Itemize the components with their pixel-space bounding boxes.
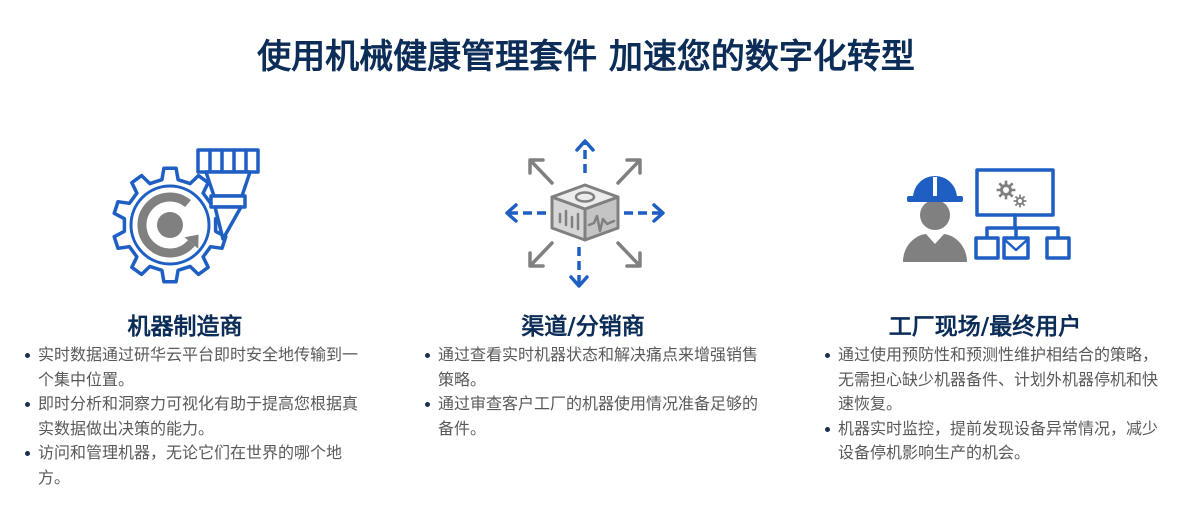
bullet-text: 即时分析和洞察力可视化有助于提高您根据真实数据做出决策的能力。 [38,394,359,438]
arrow-head [575,139,595,152]
arrow-shaft [616,241,641,267]
bullet-dot [25,353,30,358]
list-item: 实时数据通过研华云平台即时安全地传输到一个集中位置。 [25,343,360,392]
list-item: 通过查看实时机器状态和解决痛点来增强销售策略。 [425,343,760,392]
spindle-head [196,148,260,174]
cube-top-emblem [574,191,596,203]
arrow-shaft [616,159,641,185]
flowchart-box-right [1045,236,1071,260]
worker-body [903,234,967,262]
end-user-bullet-list: 通过使用预防性和预测性维护相结合的策略，无需担心缺少机器备件、计划外机器停机和快… [825,343,1160,466]
arrow-head [528,251,545,268]
flowchart-diagram [974,168,1071,260]
flowchart-box-left [974,236,1000,260]
gear-hole [1003,187,1009,193]
arrow-shaft [529,241,554,267]
bullet-text: 通过使用预防性和预测性维护相结合的策略，无需担心缺少机器备件、计划外机器停机和快… [838,345,1159,414]
arrow-left [505,203,546,223]
bullet-dot [25,402,30,408]
list-item: 通过使用预防性和预测性维护相结合的策略，无需担心缺少机器备件、计划外机器停机和快… [825,343,1160,417]
hard-hat-brim [907,196,963,202]
arrow-head [652,203,665,223]
worker-head [920,200,950,230]
gear-hub [157,212,183,238]
list-item: 即时分析和洞察力可视化有助于提高您根据真实数据做出决策的能力。 [25,392,360,441]
arrow-down-right [616,241,642,268]
column-heading-manufacturer: 机器制造商 [127,314,243,340]
arrow-up [575,139,595,173]
arrow-head [505,203,518,223]
bullet-dot [425,353,430,358]
bullet-dot [425,402,430,408]
arrow-down-left [528,241,554,268]
gear-hole [1018,199,1022,203]
spindle-tip [213,205,243,241]
rotation-arrow-arc [137,192,195,258]
arrow-up-right [616,158,642,185]
arrow-head [625,251,642,268]
column-heading-distributor: 渠道/分销商 [521,314,645,340]
bullet-text: 访问和管理机器，无论它们在世界的哪个地方。 [38,443,343,487]
arrow-down [569,247,589,288]
arrow-head [569,275,589,288]
bullet-text: 实时数据通过研华云平台即时安全地传输到一个集中位置。 [38,345,359,389]
bullet-dot [25,451,30,457]
arrow-right [624,203,665,223]
bullet-text: 通过审查客户工厂的机器使用情况准备足够的备件。 [438,394,759,438]
cube-top-face [550,183,620,211]
bullet-dot [825,426,830,432]
gear-spindle-icon [112,148,260,284]
monitor-frame [975,168,1055,217]
data-cube [550,183,620,242]
worker-flowchart-icon [903,168,1071,262]
bullet-text: 机器实时监控，提前发现设备异常情况，减少设备停机影响生产的机会。 [838,418,1159,463]
spindle-tool [196,148,260,241]
column-heading-end-user: 工厂现场/最终用户 [888,314,1082,340]
list-item: 通过审查客户工厂的机器使用情况准备足够的备件。 [425,392,760,441]
arrow-shaft [529,159,554,185]
distributor-bullet-list: 通过查看实时机器状态和解决痛点来增强销售策略。 通过审查客户工厂的机器使用情况准… [425,343,760,441]
page-title: 使用机械健康管理套件 加速您的数字化转型 [257,37,915,77]
rotation-arrowhead [184,234,199,249]
arrow-head [625,158,642,175]
list-item: 机器实时监控，提前发现设备异常情况，减少设备停机影响生产的机会。 [825,417,1160,466]
hard-hat-ridge [933,177,937,196]
manufacturer-bullet-list: 实时数据通过研华云平台即时安全地传输到一个集中位置。 即时分析和洞察力可视化有助… [25,343,360,491]
bullet-dot [825,353,830,358]
arrow-up-left [528,158,554,185]
gear-inner-ring [129,184,211,266]
envelope-icon [1003,238,1029,252]
spindle-body [204,170,252,198]
worker-figure [903,176,967,262]
spindle-grooves [208,148,248,174]
arrow-head [528,158,545,175]
list-item: 访问和管理机器，无论它们在世界的哪个地方。 [25,441,360,490]
bullet-text: 通过查看实时机器状态和解决痛点来增强销售策略。 [438,345,759,389]
bar-chart-mark [558,209,580,231]
flowchart-connectors [985,213,1060,240]
box-arrows-icon [505,139,665,288]
pulse-line [587,214,616,233]
